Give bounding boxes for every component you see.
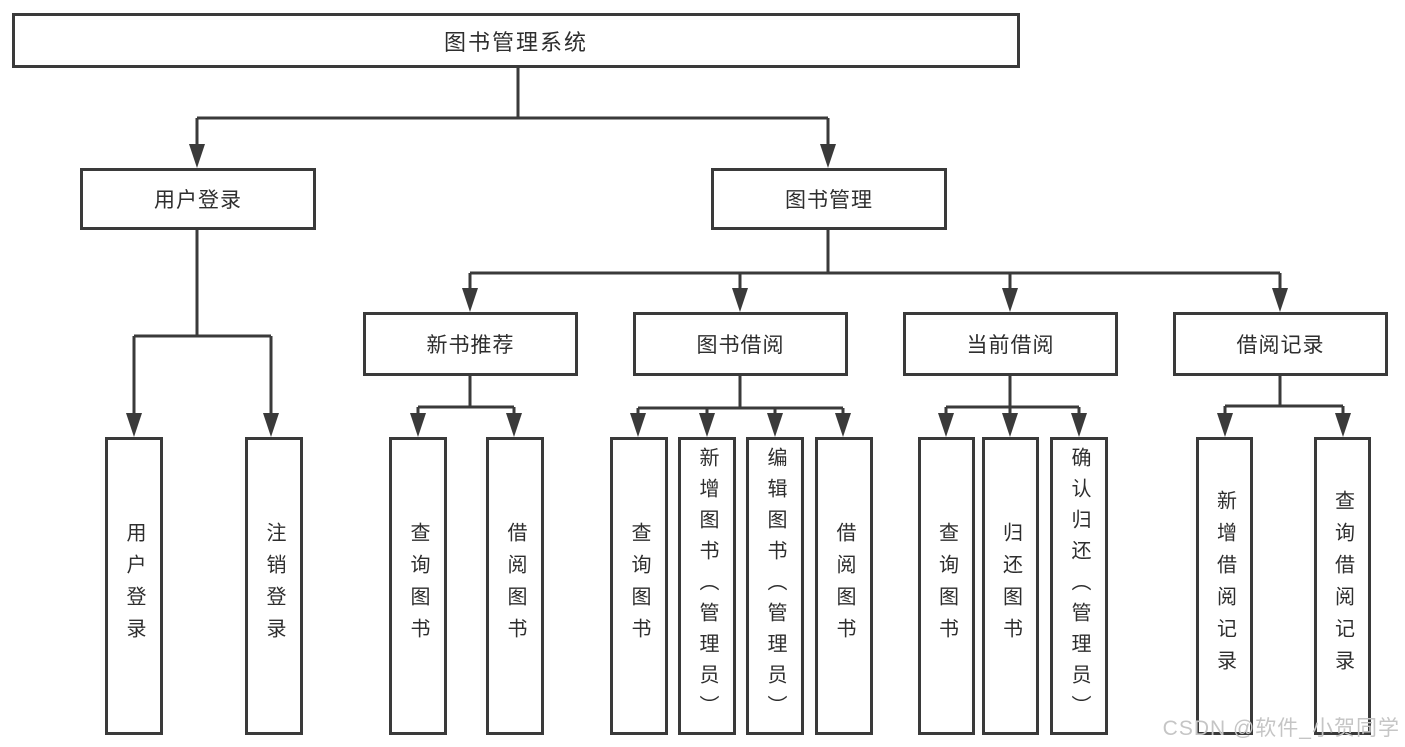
node-label: 当前借阅: [966, 334, 1055, 357]
node-label: 用户登录: [154, 189, 242, 212]
node-book-management: 图书管理: [711, 168, 947, 230]
leaf-recommend-query-books: 查询图书: [389, 437, 447, 735]
connector-book-management-split: [462, 230, 1288, 312]
node-label: 新增图书（管理员）: [696, 446, 718, 726]
node-label: 图书管理系统: [443, 29, 588, 55]
node-label: 用户登录: [123, 522, 145, 650]
node-current-borrow: 当前借阅: [903, 312, 1118, 376]
node-label: 借阅记录: [1236, 334, 1325, 357]
leaf-records-query-record: 查询借阅记录: [1314, 437, 1371, 735]
leaf-current-query-books: 查询图书: [918, 437, 975, 735]
leaf-current-return-books: 归还图书: [982, 437, 1039, 735]
leaf-logout: 注销登录: [245, 437, 303, 735]
node-label: 借阅图书: [504, 522, 526, 650]
node-user-login: 用户登录: [80, 168, 316, 230]
leaf-borrow-borrow-books: 借阅图书: [815, 437, 873, 735]
leaf-recommend-borrow-books: 借阅图书: [486, 437, 544, 735]
node-label: 查询图书: [935, 522, 958, 650]
connector-borrow-records-split: [1217, 376, 1351, 437]
leaf-borrow-query-books: 查询图书: [610, 437, 668, 735]
node-label: 新增借阅记录: [1213, 490, 1236, 682]
node-borrow-records: 借阅记录: [1173, 312, 1388, 376]
leaf-borrow-edit-book-admin: 编辑图书（管理员）: [746, 437, 804, 735]
connector-user-login-split: [126, 230, 279, 437]
connector-current-borrow-split: [938, 376, 1087, 437]
node-label: 注销登录: [263, 522, 285, 650]
node-label: 图书借阅: [696, 334, 785, 357]
connector-book-borrow-split: [630, 376, 851, 437]
node-label: 新书推荐: [426, 334, 515, 357]
node-label: 借阅图书: [833, 522, 855, 650]
node-root: 图书管理系统: [12, 13, 1020, 68]
connector-new-book-recommend-split: [410, 376, 522, 437]
node-label: 归还图书: [999, 522, 1022, 650]
leaf-borrow-add-book-admin: 新增图书（管理员）: [678, 437, 736, 735]
connector-root-split: [189, 68, 836, 168]
node-label: 图书管理: [785, 189, 873, 212]
node-label: 查询借阅记录: [1331, 490, 1354, 682]
node-label: 查询图书: [628, 522, 650, 650]
node-label: 编辑图书（管理员）: [764, 446, 786, 726]
node-label: 查询图书: [407, 522, 429, 650]
leaf-user-login: 用户登录: [105, 437, 163, 735]
node-label: 确认归还（管理员）: [1068, 446, 1090, 726]
leaf-records-add-record: 新增借阅记录: [1196, 437, 1253, 735]
leaf-current-confirm-return-admin: 确认归还（管理员）: [1050, 437, 1108, 735]
csdn-watermark: CSDN @软件_小贺同学: [1162, 717, 1400, 740]
node-book-borrow: 图书借阅: [633, 312, 848, 376]
node-new-book-recommend: 新书推荐: [363, 312, 578, 376]
